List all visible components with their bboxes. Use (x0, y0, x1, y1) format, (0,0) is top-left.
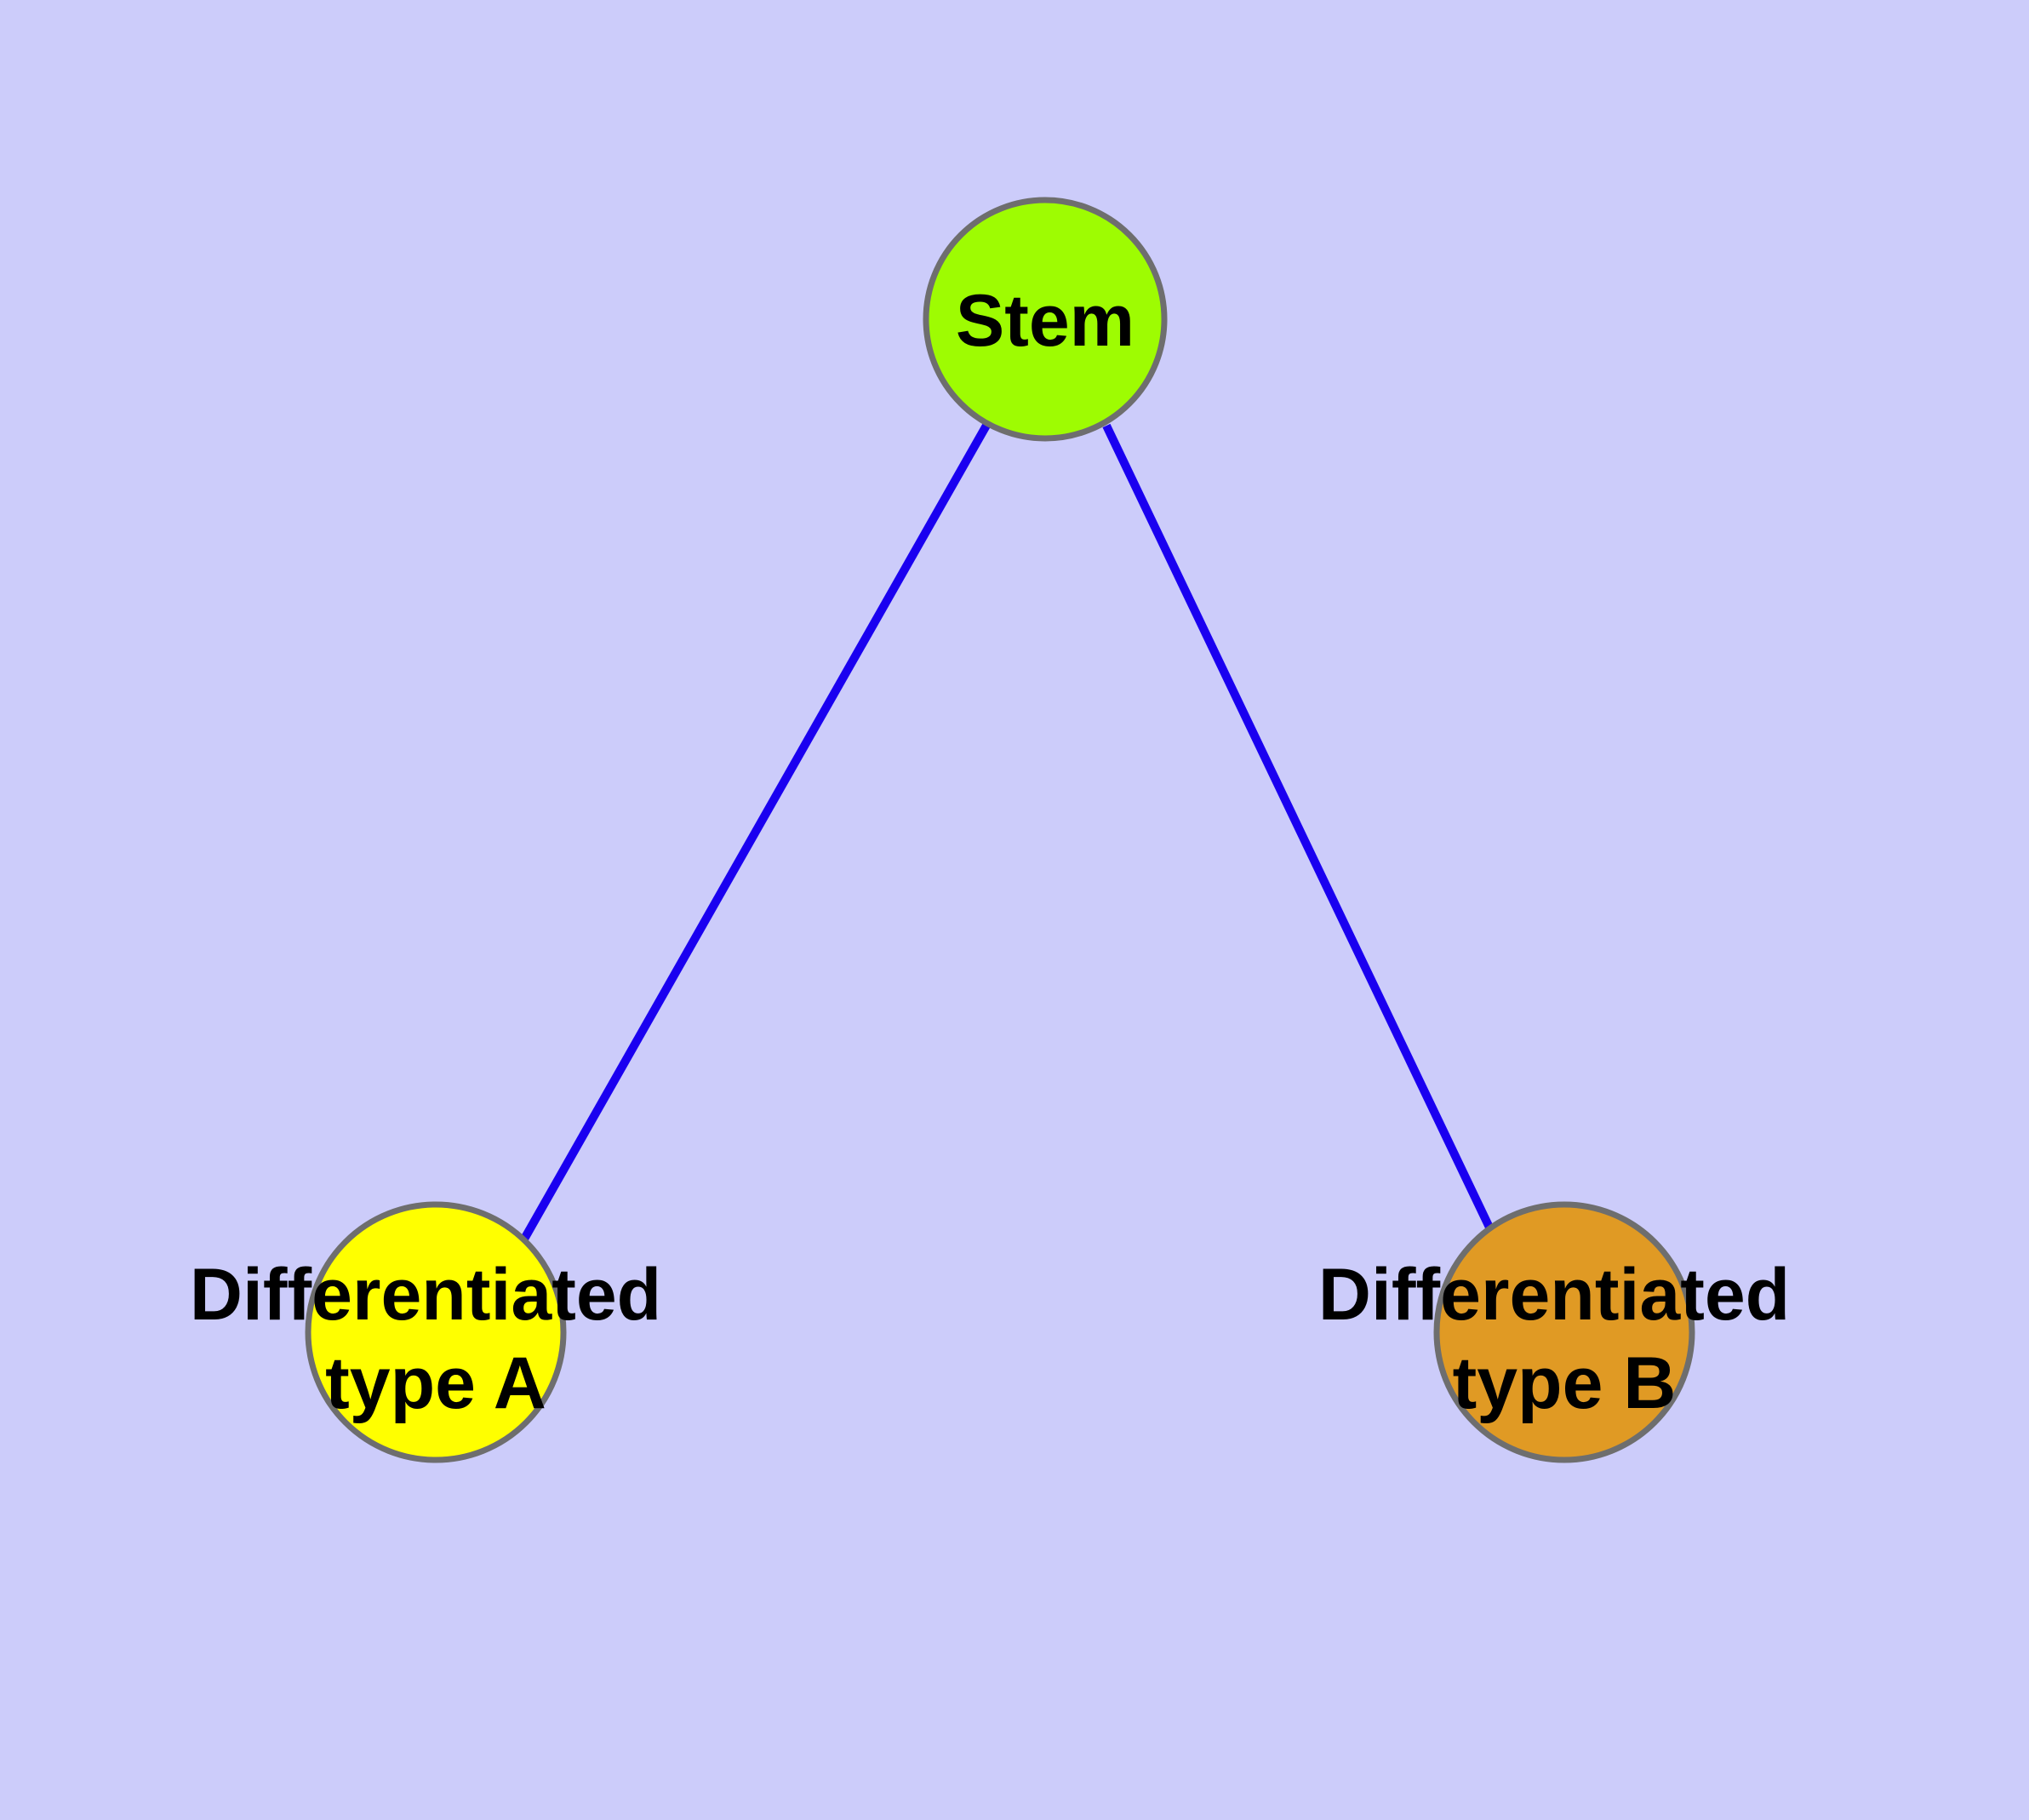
node-label-stem: Stem (956, 280, 1135, 362)
node-differentiated-type-a[interactable]: Differentiated type A (190, 1201, 682, 1463)
edge-stem-to-differentiated-type-b[interactable] (1102, 423, 1495, 1233)
node-label-differentiated-type-a: Differentiated type A (190, 1254, 682, 1424)
node-label-line: Stem (956, 280, 1135, 362)
node-label-line: Differentiated (1318, 1254, 1790, 1336)
node-label-line: Differentiated (190, 1254, 661, 1336)
node-circle-differentiated-type-b[interactable] (1433, 1201, 1695, 1463)
node-circle-differentiated-type-a[interactable] (305, 1201, 567, 1463)
node-differentiated-type-b[interactable]: Differentiated type B (1318, 1201, 1810, 1463)
edge-group (518, 421, 1495, 1245)
node-label-line: type A (325, 1342, 546, 1424)
node-circle-stem[interactable] (923, 197, 1168, 442)
node-label-line: type B (1453, 1342, 1677, 1424)
node-stem[interactable]: Stem (923, 197, 1168, 442)
edge-stem-to-differentiated-type-a[interactable] (518, 421, 992, 1245)
node-label-differentiated-type-b: Differentiated type B (1318, 1254, 1810, 1424)
